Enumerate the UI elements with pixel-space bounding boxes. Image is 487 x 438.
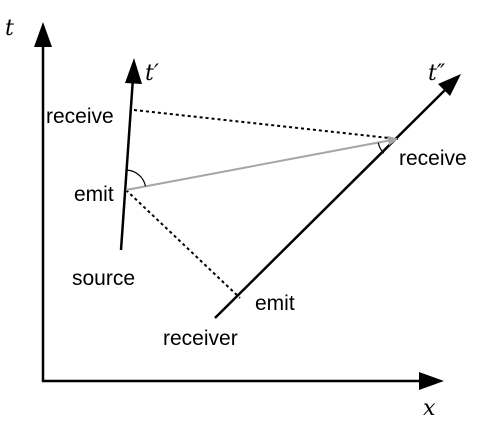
x-axis-label: x <box>423 396 436 421</box>
receiver-worldline-arrowhead <box>438 74 461 96</box>
t-axis-label: t <box>5 16 14 41</box>
source-emit-label: emit <box>74 183 114 206</box>
source-label: source <box>72 267 135 290</box>
dotted-signal-emit <box>125 189 241 299</box>
receiver-receive-label: receive <box>399 147 467 170</box>
receiver-axis-label: t″ <box>428 61 446 86</box>
receiver-worldline <box>214 88 447 319</box>
dotted-signal-receive <box>133 109 399 140</box>
light-signal-arrow <box>125 135 398 191</box>
source-worldline <box>119 77 135 251</box>
t-axis-arrowhead <box>34 22 52 47</box>
receiver-label: receiver <box>163 327 238 350</box>
emit-angle-arc <box>127 169 147 187</box>
receive-angle-arc <box>377 142 385 154</box>
x-axis-arrowhead <box>419 372 444 390</box>
source-axis-label: t′ <box>145 61 159 86</box>
receiver-emit-label: emit <box>255 292 295 315</box>
source-receive-label: receive <box>46 105 114 128</box>
source-worldline-arrowhead <box>125 58 142 84</box>
